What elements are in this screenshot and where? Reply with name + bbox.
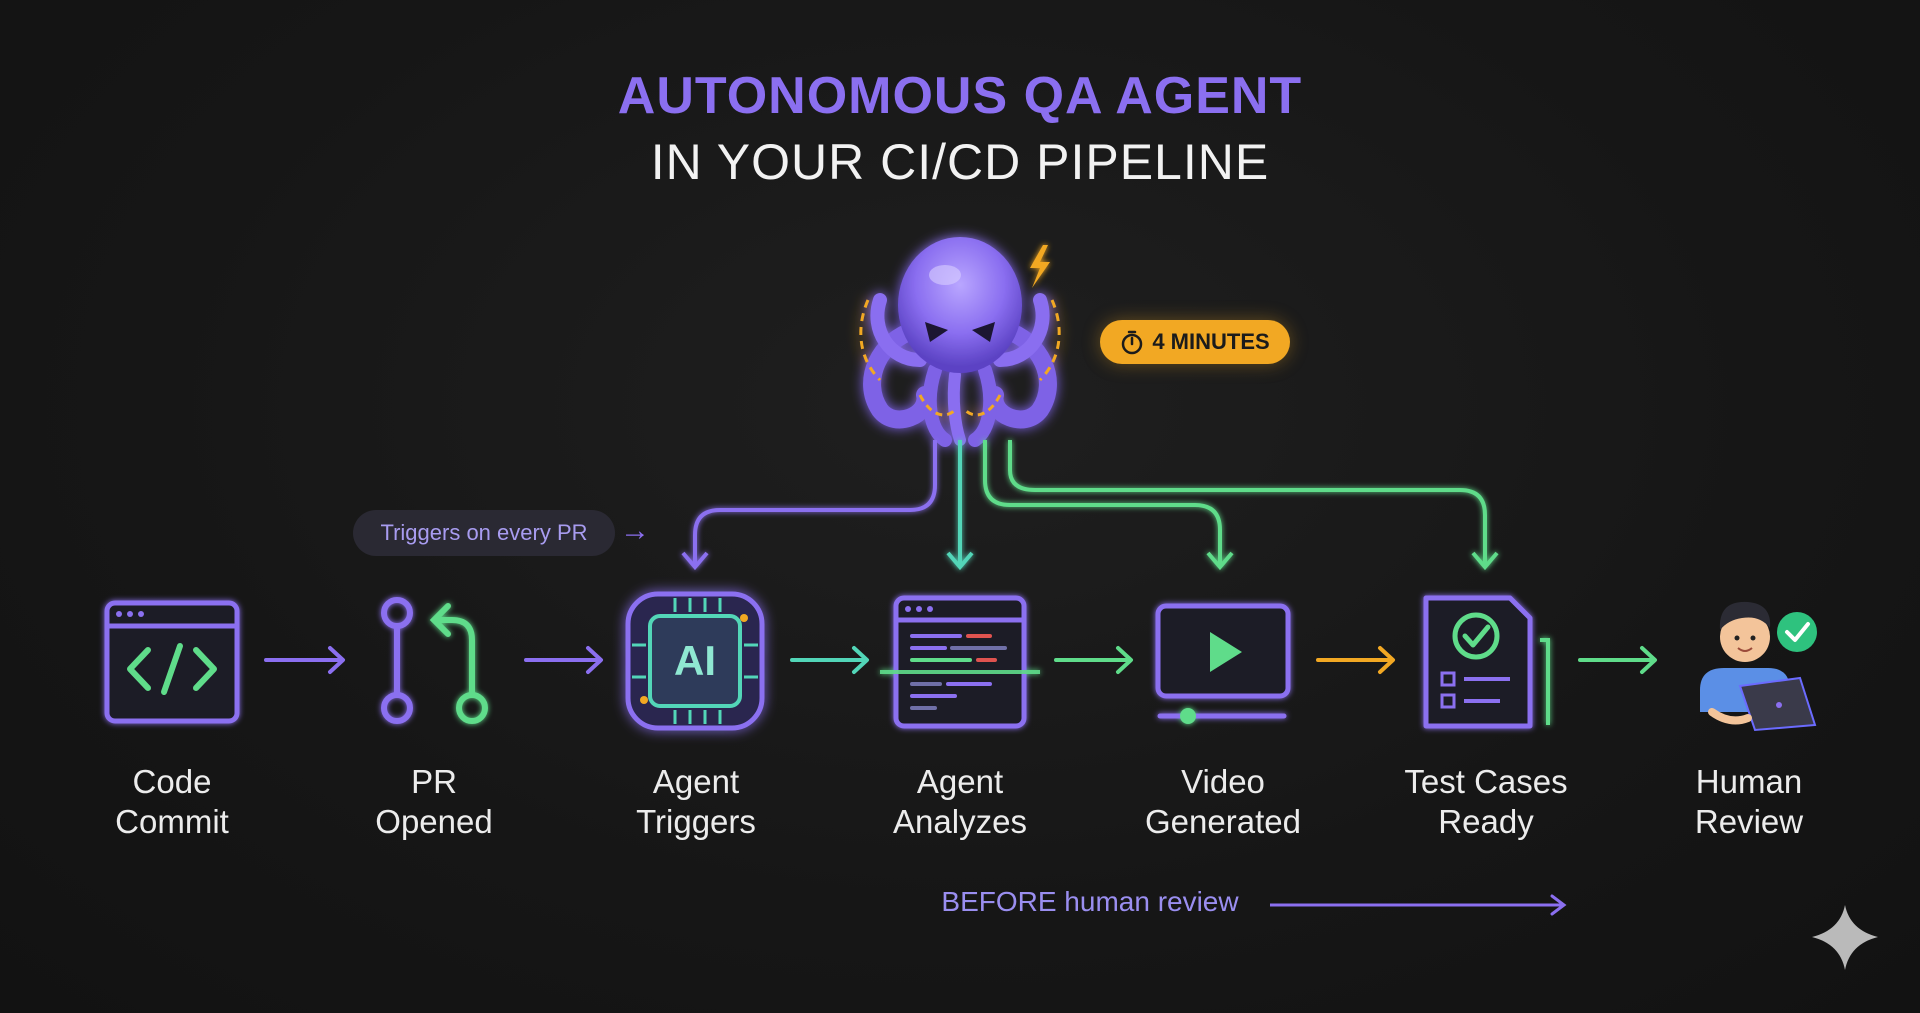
- before-human-review-label: BEFORE human review: [941, 886, 1239, 917]
- step-label-agent-triggers: Agent Triggers: [586, 762, 806, 842]
- step-arrows: [264, 646, 1657, 674]
- step-label-line1: Human: [1695, 763, 1803, 800]
- step-label-test-cases-ready: Test Cases Ready: [1376, 762, 1596, 842]
- title-line-1: AUTONOMOUS QA AGENT: [617, 67, 1303, 125]
- step-label-line2: Ready: [1438, 803, 1534, 840]
- step-label-human-review: Human Review: [1639, 762, 1859, 842]
- step-label-line2: Review: [1694, 803, 1804, 840]
- stopwatch-icon: [1122, 330, 1143, 355]
- agent-connectors: [681, 440, 1499, 571]
- duration-badge: 4 MINUTES: [1100, 320, 1290, 364]
- duration-badge-text: 4 MINUTES: [1152, 329, 1270, 354]
- arrow-6: [1578, 646, 1657, 674]
- step-label-line2: Opened: [375, 803, 493, 840]
- arrow-5: [1316, 646, 1395, 674]
- step-label-line2: Commit: [115, 803, 229, 840]
- code-scan-icon: [880, 595, 1040, 729]
- step-label-line1: Agent: [916, 763, 1004, 800]
- trigger-note-arrow: →: [620, 514, 650, 547]
- step-label-line2: Generated: [1145, 803, 1301, 840]
- step-label-line1: Video: [1181, 763, 1265, 800]
- git-pull-request-icon: [381, 597, 488, 724]
- step-label-agent-analyzes: Agent Analyzes: [850, 762, 1070, 842]
- step-label-pr-opened: PR Opened: [324, 762, 544, 842]
- step-label-video-generated: Video Generated: [1113, 762, 1333, 842]
- step-label-line2: Triggers: [636, 803, 756, 840]
- checklist-document-icon: [1423, 595, 1550, 729]
- step-label-line1: Test Cases: [1404, 763, 1568, 800]
- before-review-line: [620, 894, 1567, 916]
- trigger-note: Triggers on every PR: [353, 510, 615, 556]
- ai-chip-label: AI: [674, 637, 716, 684]
- code-window-icon: [104, 600, 240, 724]
- arrow-3: [790, 646, 869, 674]
- ai-chip-icon: AI: [625, 591, 765, 731]
- arrow-1: [264, 646, 345, 674]
- title-line-2: IN YOUR CI/CD PIPELINE: [650, 134, 1270, 190]
- step-label-line1: PR: [411, 763, 457, 800]
- step-label-line1: Agent: [652, 763, 740, 800]
- step-label-code-commit: Code Commit: [62, 762, 282, 842]
- step-label-line2: Analyzes: [893, 803, 1027, 840]
- person-laptop-icon: [1700, 601, 1817, 732]
- sparkle-icon: [1812, 905, 1878, 970]
- arrow-4: [1054, 646, 1133, 674]
- lightning-bolt-icon: [1030, 245, 1050, 288]
- octopus-agent-icon: [859, 237, 1061, 447]
- step-label-line1: Code: [132, 763, 212, 800]
- video-player-icon: [1155, 603, 1291, 724]
- arrow-2: [524, 646, 603, 674]
